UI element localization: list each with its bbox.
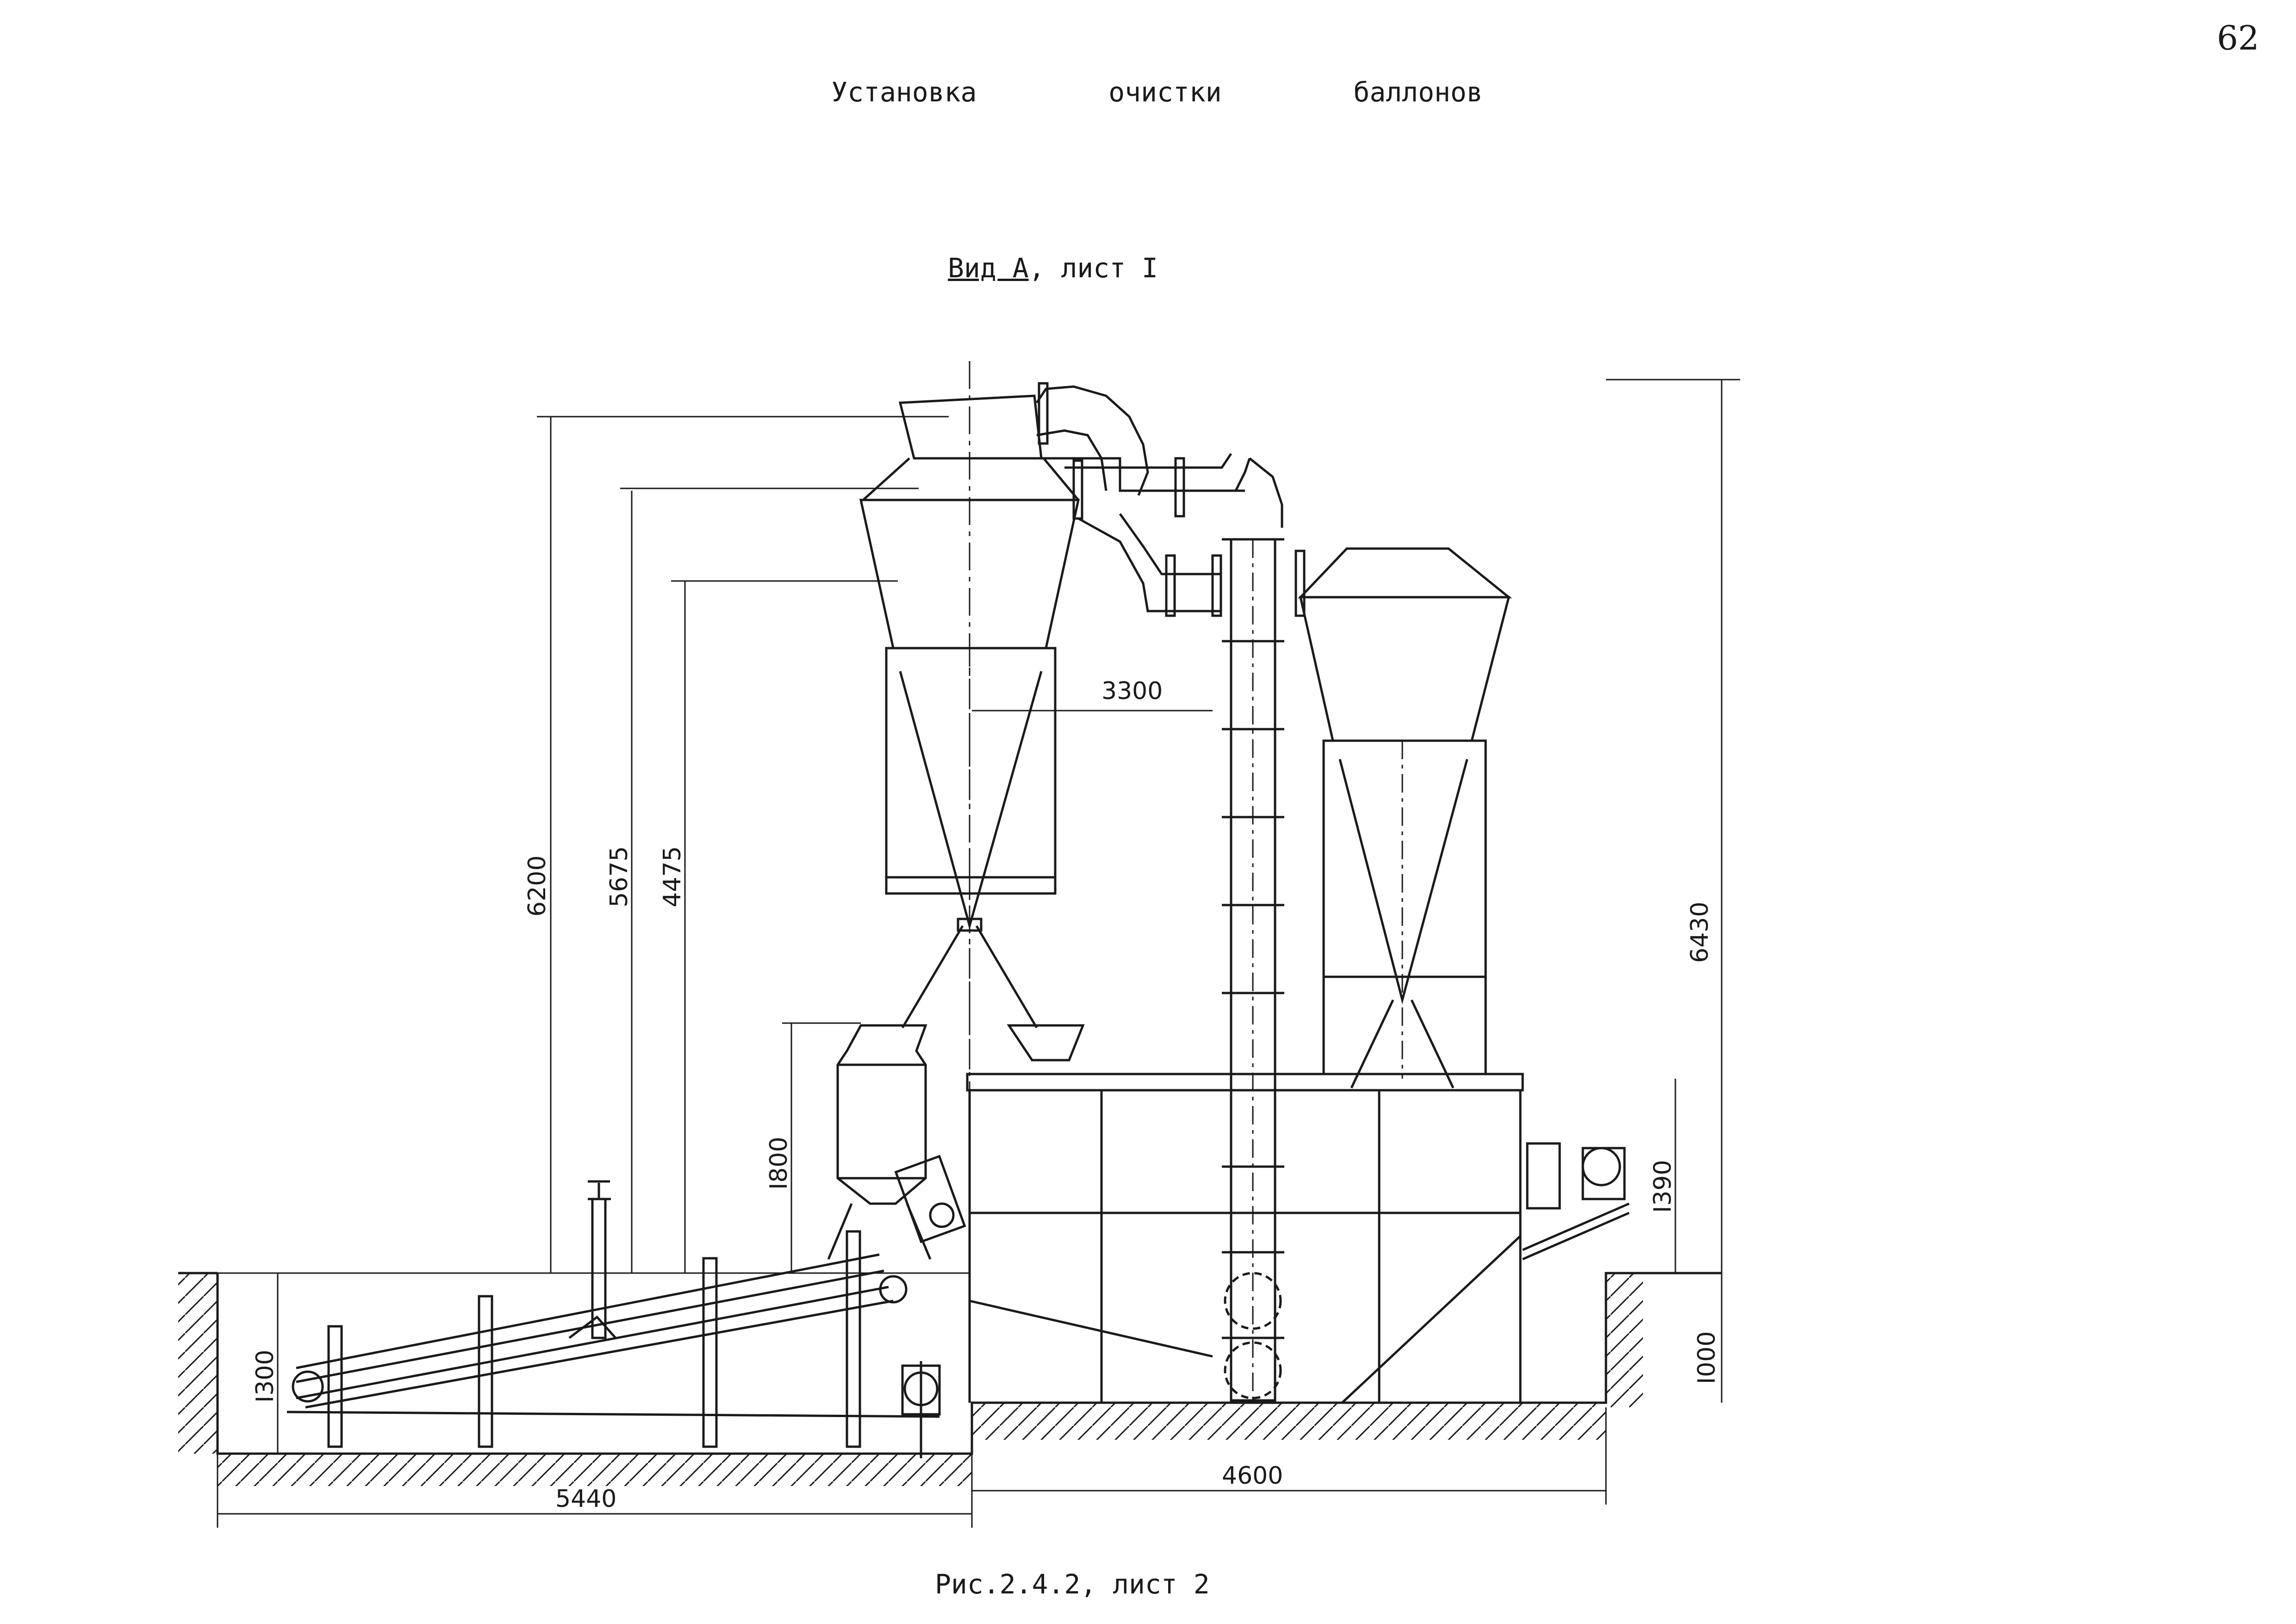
receiver-vessel — [827, 1024, 1085, 1260]
dim-1800: I800 — [765, 1137, 793, 1190]
dim-3300: 3300 — [1101, 677, 1163, 705]
inclined-conveyor — [286, 1180, 940, 1448]
dim-5440: 5440 — [555, 1485, 616, 1513]
support-platform — [966, 1073, 1630, 1404]
dim-6430: 6430 — [1686, 902, 1714, 963]
drawing-title: Установка очистки баллонов — [831, 76, 1483, 108]
view-label: Вид А, лист I — [948, 252, 1158, 284]
dim-1000: I000 — [1693, 1331, 1721, 1384]
dim-4475: 4475 — [659, 846, 686, 907]
soil-hatching — [178, 1273, 1643, 1486]
duct-system — [1035, 382, 1306, 617]
dim-1390: I390 — [1649, 1160, 1677, 1213]
dim-5675: 5675 — [605, 846, 633, 907]
figure-caption: Рис.2.4.2, лист 2 — [935, 1568, 1210, 1600]
view-label-main: Вид А — [948, 252, 1029, 284]
page-number: 62 — [2217, 19, 2259, 57]
drive-unit-lower — [901, 1361, 941, 1458]
riser-pipe — [1222, 538, 1284, 1403]
view-label-sheet: , лист I — [1028, 252, 1158, 284]
dim-4600: 4600 — [1222, 1462, 1283, 1490]
dim-1300: I300 — [251, 1349, 279, 1403]
cyclone-right — [1298, 547, 1512, 1089]
dim-6200: 6200 — [523, 856, 551, 917]
dimension-lines — [217, 361, 1740, 1528]
